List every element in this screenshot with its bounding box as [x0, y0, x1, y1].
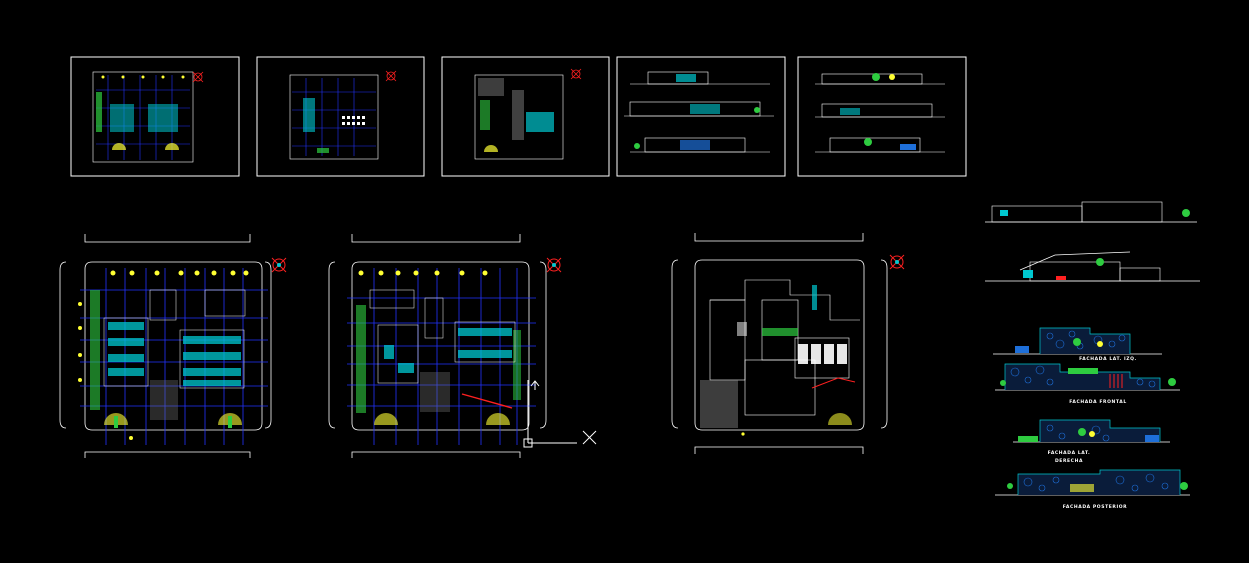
label-fachada-frontal: FACHADA FRONTAL: [1069, 399, 1127, 405]
north-arrow-icon: [385, 70, 397, 82]
sheet-thumbnail-2[interactable]: [256, 56, 425, 177]
section-1[interactable]: [985, 201, 1197, 223]
sheet-thumbnail-5[interactable]: [797, 56, 967, 177]
north-arrow-icon: [192, 71, 204, 83]
label-fachada-lateral-der-1: FACHADA LAT.: [1048, 450, 1091, 456]
elevation-posterior[interactable]: FACHADA POSTERIOR: [995, 469, 1190, 510]
crosshair-cursor-icon: [582, 430, 597, 445]
label-fachada-lateral-izq: FACHADA LAT. IZQ.: [1079, 356, 1137, 362]
north-arrow-icon: [570, 68, 582, 80]
sheet-thumbnail-3[interactable]: [441, 56, 610, 177]
north-arrow-icon: [271, 257, 287, 273]
section-2[interactable]: [985, 251, 1200, 282]
site-plan[interactable]: [671, 233, 905, 454]
label-fachada-lateral-der-2: DERECHA: [1055, 458, 1083, 464]
elevation-lateral-der[interactable]: FACHADA LAT. DERECHA: [1013, 419, 1170, 464]
floor-plan-2[interactable]: [328, 234, 562, 458]
sheet-thumbnail-1[interactable]: [70, 56, 240, 177]
sheet-thumbnail-4[interactable]: [616, 56, 786, 177]
north-arrow-icon: [546, 257, 562, 273]
ucs-icon: [523, 380, 577, 448]
elevation-lateral-izq[interactable]: FACHADA LAT. IZQ.: [993, 327, 1162, 362]
elevation-frontal[interactable]: FACHADA FRONTAL: [995, 363, 1180, 405]
floor-plan-1[interactable]: [59, 234, 287, 458]
label-fachada-posterior: FACHADA POSTERIOR: [1063, 504, 1128, 510]
north-arrow-icon: [889, 254, 905, 270]
